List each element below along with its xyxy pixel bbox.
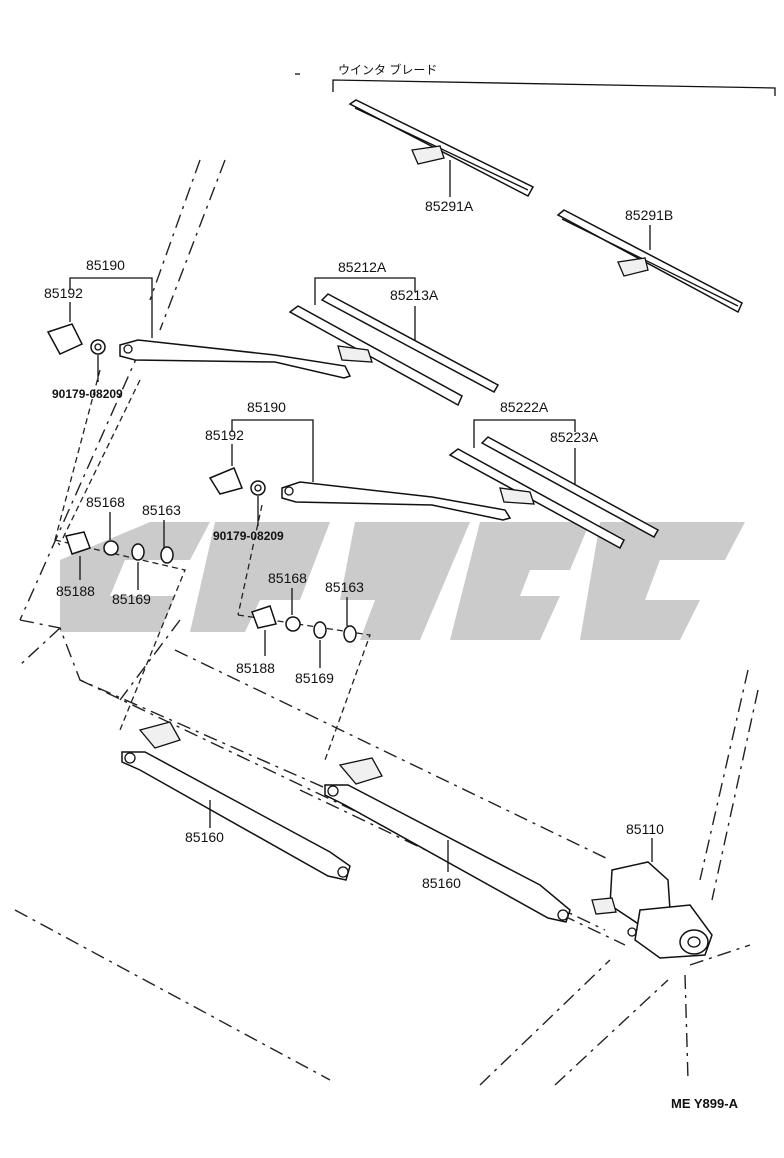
upper-blade-set: 85212A 85213A <box>288 259 500 407</box>
seal-upper[interactable] <box>131 543 145 561</box>
upper-wiper-arm-group: 85190 85192 90179-08209 <box>44 257 352 401</box>
drawing-code: ME Y899-A <box>671 1096 739 1111</box>
label-85169-upper: 85169 <box>112 591 151 607</box>
label-85213a: 85213A <box>390 287 439 303</box>
label-85169-lower: 85169 <box>295 670 334 686</box>
lower-blade-set: 85222A 85223A <box>448 399 660 550</box>
bush-lower[interactable] <box>251 605 277 629</box>
wiper-arm-lower[interactable] <box>281 481 512 521</box>
cap-upper[interactable] <box>46 323 84 355</box>
washer-upper[interactable] <box>160 546 174 564</box>
lower-pivot-parts: 85168 85163 85188 85169 <box>236 570 364 686</box>
label-85190-upper: 85190 <box>86 257 125 273</box>
nut-lower[interactable] <box>250 480 266 496</box>
label-85188-upper: 85188 <box>56 583 95 599</box>
wiper-rubber-lower[interactable] <box>480 436 660 539</box>
wiper-arm-upper[interactable] <box>119 339 352 379</box>
label-85291a: 85291A <box>425 198 474 214</box>
label-90179-upper: 90179-08209 <box>52 387 123 401</box>
header-group: ウインタ ブレード <box>295 62 776 96</box>
label-85163-upper: 85163 <box>142 502 181 518</box>
wiper-blade-lower[interactable] <box>448 448 625 550</box>
lower-wiper-arm-group: 85190 85192 90179-08209 <box>205 399 512 543</box>
upper-pivot-parts: 85168 85163 85188 85169 <box>56 494 181 607</box>
label-85223a: 85223A <box>550 429 599 445</box>
label-90179-lower: 90179-08209 <box>213 529 284 543</box>
watermark-logo <box>60 522 745 640</box>
wiper-motor[interactable]: 85110 <box>591 821 713 959</box>
pivot-nut-lower[interactable] <box>285 616 301 632</box>
link-rod-right[interactable]: 85160 <box>324 757 571 923</box>
label-85188-lower: 85188 <box>236 660 275 676</box>
label-85291b: 85291B <box>625 207 673 223</box>
label-85222a: 85222A <box>500 399 549 415</box>
cap-lower[interactable] <box>208 467 244 495</box>
label-85192-upper: 85192 <box>44 285 83 301</box>
bush-upper[interactable] <box>65 531 91 555</box>
label-85168-lower: 85168 <box>268 570 307 586</box>
label-85110: 85110 <box>626 821 664 837</box>
winter-blade-a[interactable]: 85291A <box>348 99 535 214</box>
wiper-rubber-upper[interactable] <box>320 293 500 394</box>
washer-lower[interactable] <box>343 625 357 643</box>
label-85163-lower: 85163 <box>325 579 364 595</box>
header-label: ウインタ ブレード <box>338 62 437 77</box>
winter-blade-b[interactable]: 85291B <box>556 207 743 314</box>
label-85168-upper: 85168 <box>86 494 125 510</box>
pivot-nut-upper[interactable] <box>103 540 119 556</box>
label-85160-right: 85160 <box>422 875 461 891</box>
seal-lower[interactable] <box>313 621 327 639</box>
label-85212a: 85212A <box>338 259 387 275</box>
assembly-guides <box>54 369 371 761</box>
nut-upper[interactable] <box>90 339 106 355</box>
wiper-blade-upper[interactable] <box>288 305 463 407</box>
label-85192-lower: 85192 <box>205 427 244 443</box>
label-85190-lower: 85190 <box>247 399 286 415</box>
link-rod-left[interactable]: 85160 <box>121 721 351 881</box>
label-85160-left: 85160 <box>185 829 224 845</box>
